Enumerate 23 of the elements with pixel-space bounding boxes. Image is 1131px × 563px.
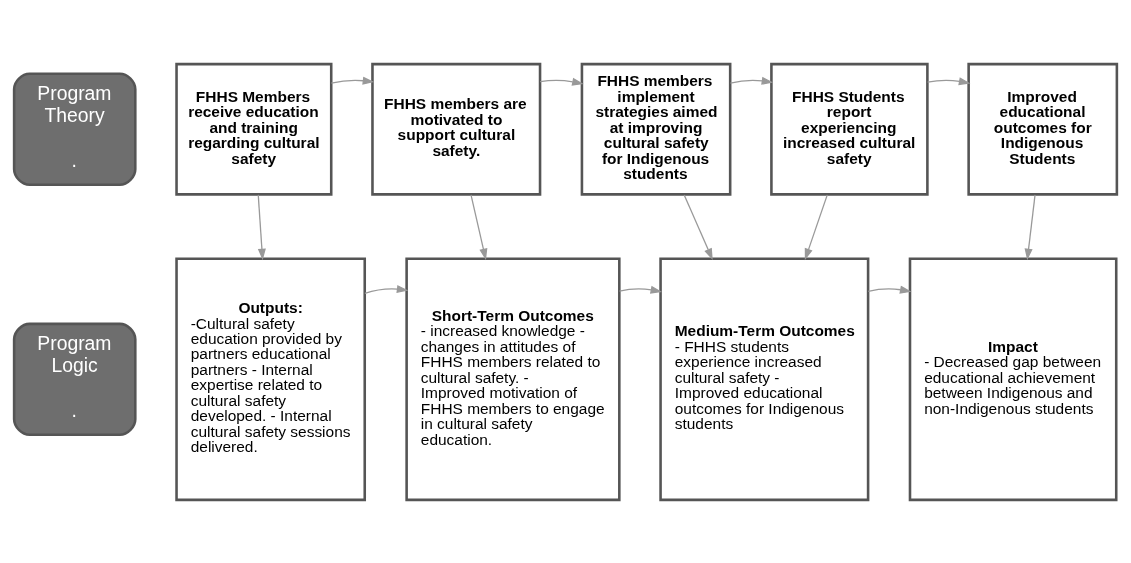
node-box: Program Theory . (12, 72, 137, 186)
node-box: Medium-Term Outcomes - FHHS students experience increased cultural safety - Improved educational outcomes for Indigenous students (659, 257, 870, 501)
arrow (364, 284, 409, 294)
arrow (618, 285, 663, 294)
node-box: FHHS members implement strategies aimed at improving cultural safety for Indigenous students (580, 62, 732, 196)
node-box: FHHS Members receive education and training regarding cultural safety (175, 62, 333, 196)
node-box: FHHS members are motivated to support cultural safety. (371, 62, 542, 196)
arrow (470, 193, 488, 260)
node-box: Impact - Decreased gap between educational achievement between Indigenous and non-Indigenous students (908, 257, 1118, 501)
arrow (729, 76, 774, 85)
node-box: Outputs: -Cultural safety education provided by partners educational partners - Internal expertise related to cultural safety developed. - Internal cultural safety sessions delivered. (175, 257, 367, 501)
node-box: FHHS Students report experiencing increased cultural safety (770, 62, 929, 196)
arrow (1024, 193, 1036, 260)
arrow (539, 77, 584, 86)
arrow (683, 193, 713, 260)
node-box: Program Logic . (12, 322, 137, 436)
arrow (926, 76, 971, 85)
node-box: Improved educational outcomes for Indigenous Students (967, 62, 1119, 196)
arrow (330, 76, 375, 85)
arrow (804, 193, 828, 260)
arrow (867, 285, 912, 294)
node-box: Short-Term Outcomes - increased knowledge - changes in attitudes of FHHS members related to cultural safety. - Improved motivation of FHHS members to engage in cultural safety education. (405, 257, 621, 501)
arrow (257, 193, 266, 260)
